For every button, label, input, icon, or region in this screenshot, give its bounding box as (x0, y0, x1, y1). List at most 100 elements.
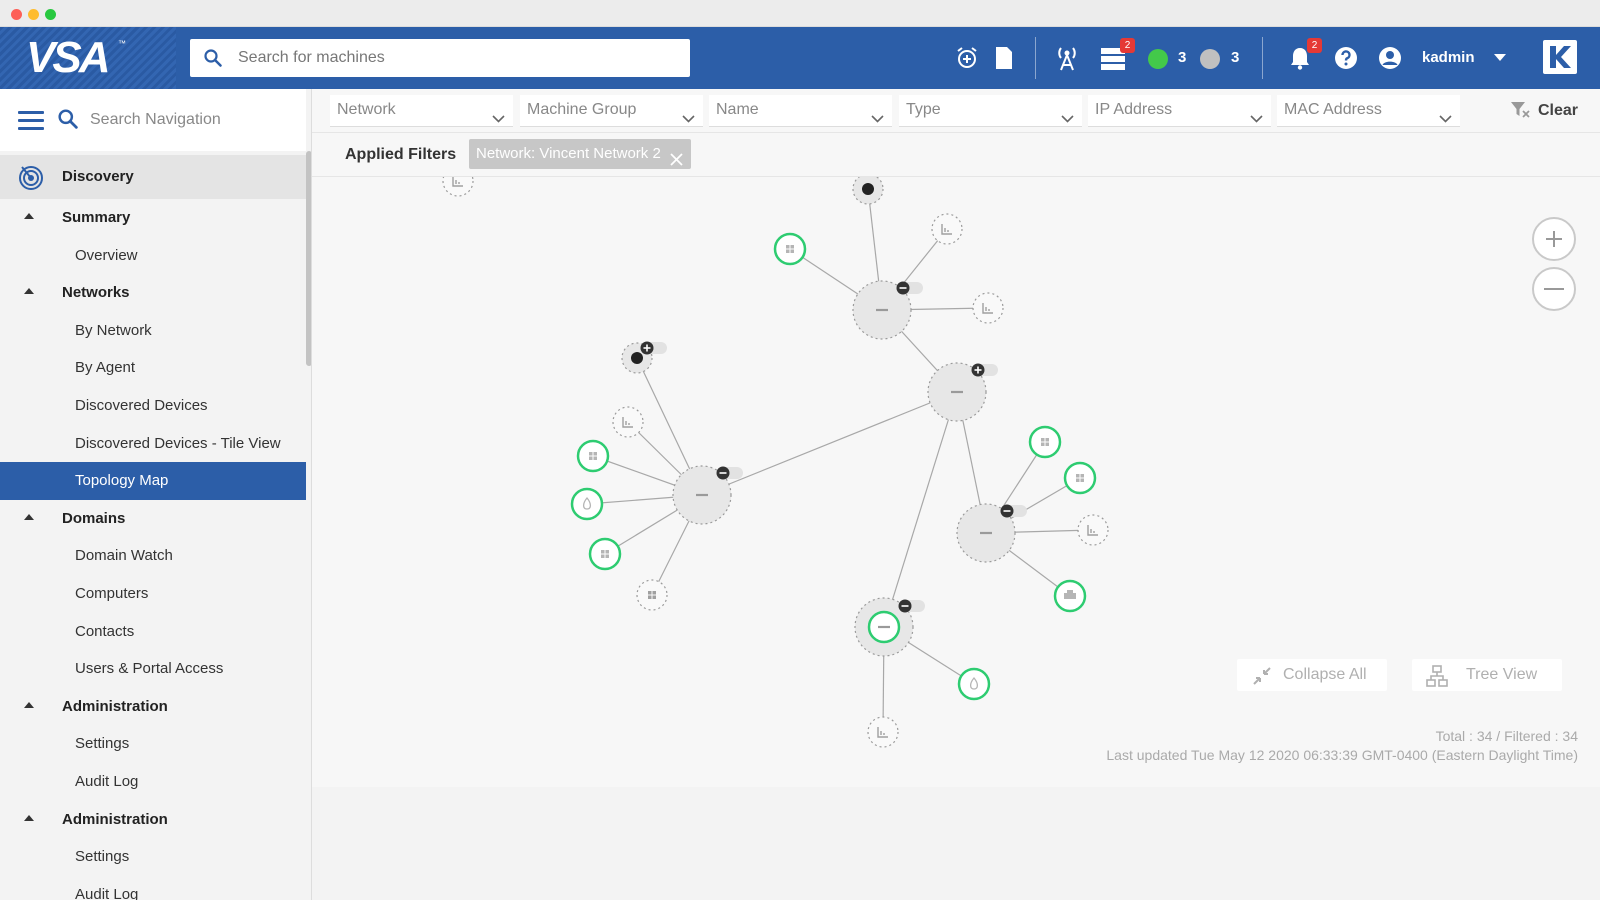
sidebar-item-settings[interactable]: Settings (75, 848, 130, 866)
device-node[interactable] (442, 177, 474, 197)
filter-select-label: Machine Group (527, 101, 637, 118)
collapse-arrows-icon (1251, 665, 1273, 699)
topology-link[interactable] (701, 391, 958, 496)
toolbar-divider (1035, 37, 1036, 79)
applied-filters-bar: Applied Filters Network: Vincent Network… (312, 133, 1600, 177)
sidebar-item-discovered-devices[interactable]: Discovered Devices (75, 396, 208, 414)
collapse-caret-icon (24, 513, 34, 520)
bell-icon[interactable]: 2 (1286, 38, 1322, 72)
document-icon[interactable] (990, 44, 1018, 72)
applied-filter-chip[interactable]: Network: Vincent Network 2 (469, 139, 691, 169)
sidebar-item-audit-log[interactable]: Audit Log (75, 885, 139, 900)
node-count-text: Total : 34 / Filtered : 34 (1435, 728, 1578, 744)
sidebar-item-by-network[interactable]: By Network (75, 321, 152, 339)
sidebar-item-overview[interactable]: Overview (75, 246, 138, 264)
device-node[interactable] (636, 579, 668, 611)
collapse-all-button[interactable]: Collapse All (1237, 659, 1387, 691)
nav-group-administration[interactable]: Administration (0, 801, 306, 839)
chevron-down-icon (682, 104, 695, 134)
topology-link[interactable] (883, 391, 958, 628)
sidebar-item-topology-map[interactable]: Topology Map (0, 462, 306, 500)
nav-group-domains[interactable]: Domains (0, 500, 306, 538)
hamburger-menu-icon[interactable] (18, 111, 44, 131)
device-node[interactable] (570, 487, 604, 521)
device-node[interactable] (852, 177, 884, 205)
nav-search-bar (0, 89, 306, 151)
chevron-down-icon (492, 104, 505, 134)
chevron-down-icon (871, 104, 884, 134)
sidebar-item-discovered-devices-tile-view[interactable]: Discovered Devices - Tile View (75, 434, 281, 452)
antenna-icon[interactable] (1053, 44, 1081, 72)
collapse-caret-icon (24, 814, 34, 821)
sidebar-item-settings[interactable]: Settings (75, 735, 130, 753)
user-avatar-icon[interactable] (1376, 44, 1404, 72)
sidebar-item-users-portal-access[interactable]: Users & Portal Access (75, 660, 224, 678)
nav-module-discovery[interactable]: Discovery (0, 155, 306, 199)
logo-text: VSA (26, 33, 111, 82)
filter-select-mac-address[interactable]: MAC Address (1277, 95, 1460, 127)
device-node[interactable] (1077, 514, 1109, 546)
machine-search (190, 39, 690, 77)
device-node[interactable] (1053, 579, 1087, 613)
sidebar-item-contacts[interactable]: Contacts (75, 622, 135, 640)
device-node[interactable] (931, 213, 963, 245)
clear-label: Clear (1538, 102, 1579, 119)
offline-count: 3 (1231, 49, 1240, 66)
online-count: 3 (1178, 49, 1187, 66)
nav-group-label: Administration (62, 697, 168, 715)
filter-select-label: Network (337, 101, 396, 118)
topology-map[interactable]: Collapse All Tree View Total : 34 / Filt… (312, 177, 1600, 787)
device-node[interactable] (612, 406, 644, 438)
sidebar-item-audit-log[interactable]: Audit Log (75, 772, 139, 790)
filter-select-machine-group[interactable]: Machine Group (520, 95, 703, 127)
username[interactable]: kadmin (1422, 49, 1475, 66)
zoom-in-button[interactable] (1532, 217, 1576, 261)
filter-select-network[interactable]: Network (330, 95, 513, 127)
filter-select-ip-address[interactable]: IP Address (1088, 95, 1271, 127)
chevron-down-icon (1439, 104, 1452, 134)
kaseya-logo-icon[interactable] (1543, 40, 1577, 74)
device-node[interactable] (588, 537, 622, 571)
network-hub-node[interactable] (672, 465, 743, 525)
zoom-out-button[interactable] (1532, 267, 1576, 311)
device-node[interactable] (867, 716, 899, 748)
network-hub-node[interactable] (854, 597, 925, 657)
nav-group-administration[interactable]: Administration (0, 688, 306, 726)
remove-filter-close-icon[interactable] (670, 147, 683, 177)
online-status-icon[interactable] (1148, 49, 1168, 69)
device-node[interactable] (576, 439, 610, 473)
nav-search-input[interactable] (90, 105, 300, 135)
tree-view-button[interactable]: Tree View (1412, 659, 1562, 691)
topology-graph[interactable] (312, 177, 1600, 787)
network-hub-node[interactable] (956, 503, 1027, 563)
clear-filters-button[interactable]: Clear (1510, 97, 1578, 125)
sidebar-scrollbar[interactable] (306, 151, 311, 366)
filter-select-type[interactable]: Type (899, 95, 1082, 127)
sidebar-item-by-agent[interactable]: By Agent (75, 359, 136, 377)
network-hub-node[interactable] (927, 362, 998, 422)
nav-group-summary[interactable]: Summary (0, 199, 306, 237)
maximize-window-button[interactable] (45, 9, 56, 20)
network-hub-node[interactable] (852, 280, 923, 340)
server-icon[interactable]: 2 (1099, 38, 1135, 72)
sidebar-item-domain-watch[interactable]: Domain Watch (75, 547, 173, 565)
device-node[interactable] (1028, 425, 1062, 459)
alarm-clock-icon[interactable] (953, 44, 981, 72)
help-icon[interactable] (1332, 44, 1360, 72)
device-node[interactable] (1063, 461, 1097, 495)
device-node[interactable] (621, 341, 667, 374)
device-node[interactable] (972, 292, 1004, 324)
user-menu-chevron-down-icon[interactable] (1486, 44, 1514, 72)
nav-group-networks[interactable]: Networks (0, 274, 306, 312)
machine-search-input[interactable] (238, 39, 678, 77)
minimize-window-button[interactable] (28, 9, 39, 20)
filter-select-name[interactable]: Name (709, 95, 892, 127)
vsa-logo[interactable]: VSA ™ (0, 27, 176, 89)
device-node[interactable] (773, 232, 807, 266)
device-node[interactable] (957, 667, 991, 701)
close-window-button[interactable] (11, 9, 22, 20)
offline-status-icon[interactable] (1200, 49, 1220, 69)
sidebar-item-computers[interactable]: Computers (75, 584, 149, 602)
chevron-down-icon (1250, 104, 1263, 134)
